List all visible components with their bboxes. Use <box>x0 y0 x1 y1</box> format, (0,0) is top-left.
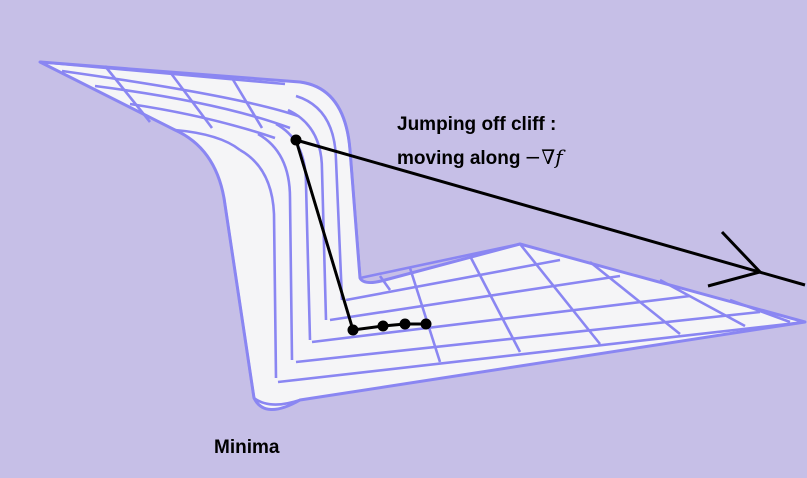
lower-valley-grid <box>253 242 806 406</box>
path-point <box>290 134 302 146</box>
negative-gradient-symbol: −∇f <box>525 145 563 169</box>
annotation-line-1: Jumping off cliff : <box>397 114 557 135</box>
arrow-head-icon <box>707 230 763 288</box>
path-point <box>420 318 432 330</box>
gradient-operator: −∇ <box>524 145 556 169</box>
annotation-line-2: moving along−∇f <box>397 145 563 170</box>
jump-arrow-line <box>295 138 806 287</box>
path-point <box>377 320 389 332</box>
upper-plateau-grid <box>39 60 299 152</box>
function-variable: f <box>555 145 563 169</box>
annotation-line-2-text: moving along <box>397 148 521 169</box>
path-point <box>399 318 411 330</box>
path-point <box>347 324 359 336</box>
gradient-path <box>290 134 806 336</box>
minima-label: Minima <box>214 437 280 458</box>
